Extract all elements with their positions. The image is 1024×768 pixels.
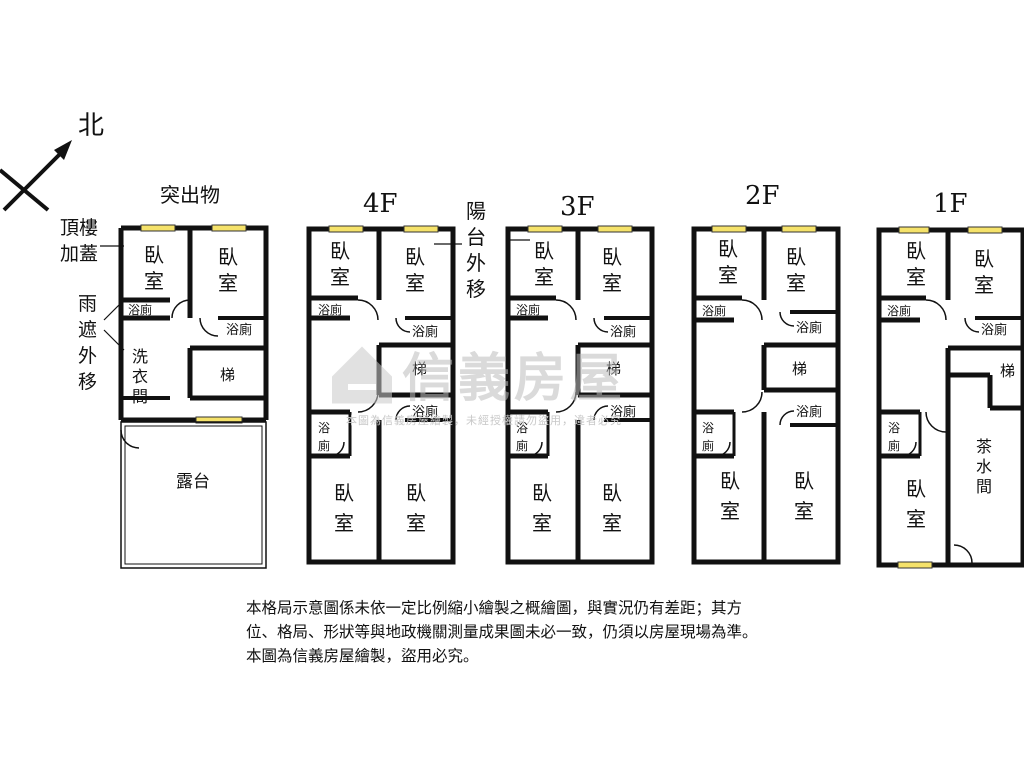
floor-4f-title: 4F [363, 189, 398, 219]
roof-bedroom-2-label: 臥室 [218, 245, 238, 295]
svg-text:臥室: 臥室 [720, 469, 740, 523]
svg-text:臥室: 臥室 [974, 247, 994, 297]
floor-2f-plan: 2F 臥室 臥室 浴廁 浴廁 梯 浴廁 浴廁 臥室 臥室 [691, 181, 841, 565]
svg-text:臥室: 臥室 [794, 469, 814, 523]
disclaimer-line-3: 本圖為信義房屋繪製，盜用必究。 [246, 647, 479, 665]
compass-arrow-line [2, 148, 66, 212]
svg-text:臥室: 臥室 [405, 245, 425, 295]
floor-1f-bath-1-label: 浴廁 [887, 303, 911, 318]
svg-text:浴廁: 浴廁 [888, 421, 900, 453]
roof-title: 突出物 [160, 183, 220, 207]
roof-terrace-label: 露台 [176, 472, 210, 492]
roof-bath-1-label: 浴廁 [128, 302, 152, 317]
floor-2f-bath-2-label: 浴廁 [796, 320, 822, 336]
compass-north-label: 北 [78, 111, 104, 141]
floor-2f-stair-label: 梯 [792, 360, 807, 378]
floor-3f-bath-1-label: 浴廁 [516, 302, 540, 317]
floor-4f-bath-1-label: 浴廁 [318, 302, 342, 317]
svg-text:臥室: 臥室 [602, 245, 622, 295]
disclaimer-line-2: 位、格局、形狀等與地政機關測量成果圖未必一致，仍須以房屋現場為準。 [246, 623, 758, 641]
svg-text:臥室: 臥室 [906, 477, 926, 531]
roof-laundry-label: 洗衣間 [132, 347, 148, 406]
svg-text:臥室: 臥室 [602, 481, 622, 535]
compass: 北 [0, 111, 104, 212]
svg-text:臥室: 臥室 [534, 239, 554, 289]
svg-text:臥室: 臥室 [406, 481, 426, 535]
svg-text:臥室: 臥室 [334, 481, 354, 535]
compass-arrowhead-icon [54, 140, 72, 160]
svg-text:浴廁: 浴廁 [318, 421, 330, 453]
floor-3f-stair-label: 梯 [606, 360, 621, 378]
floor-1f-plan: 1F 臥室 臥室 浴廁 浴廁 梯 浴廁 臥室 茶水間 [876, 189, 1024, 569]
balcony-annotation: 陽台外移 [466, 199, 486, 301]
floor-3f-title: 3F [560, 192, 595, 222]
floor-4f-bath-2-label: 浴廁 [412, 324, 438, 340]
floor-3f-bath-2-label: 浴廁 [610, 324, 636, 340]
floor-2f-bath-3-label: 浴廁 [796, 404, 822, 420]
floor-1f-title: 1F [933, 189, 968, 219]
roof-addition-annotation: 頂樓加蓋 [60, 217, 98, 265]
floor-3f-bath-3-label: 浴廁 [610, 404, 636, 420]
roof-bedroom-1-label: 臥室 [144, 243, 164, 293]
roof-bath-2-label: 浴廁 [226, 322, 252, 338]
svg-text:臥室: 臥室 [786, 245, 806, 295]
disclaimer-line-1: 本格局示意圖係未依一定比例縮小繪製之概繪圖，與實況仍有差距；其方 [246, 599, 743, 617]
watermark-subtext: 本圖為信義房屋繪製，未經授權請勿盜用，違者必究 [346, 414, 622, 427]
svg-text:臥室: 臥室 [718, 237, 738, 287]
floor-3f-plan: 3F 臥室 臥室 浴廁 浴廁 梯 浴廁 浴廁 臥室 臥室 [505, 192, 655, 565]
svg-text:浴廁: 浴廁 [516, 421, 528, 453]
roof-floor-plan: 突出物 臥室 臥室 浴廁 浴廁 梯 洗衣間 露台 頂樓加蓋 雨遮外移 [60, 183, 269, 569]
floor-2f-title: 2F [745, 181, 780, 211]
floor-4f-stair-label: 梯 [412, 360, 427, 378]
roof-awning-annotation: 雨遮外移 [78, 293, 97, 393]
svg-text:臥室: 臥室 [330, 239, 350, 289]
floor-1f-bath-2-label: 浴廁 [981, 322, 1007, 338]
svg-text:浴廁: 浴廁 [702, 421, 714, 453]
floor-4f-bath-3-label: 浴廁 [412, 404, 438, 420]
floor-1f-stair-label: 梯 [1000, 362, 1015, 380]
floor-1f-tea-room-label: 茶水間 [976, 437, 992, 496]
svg-text:臥室: 臥室 [532, 481, 552, 535]
svg-text:臥室: 臥室 [906, 239, 926, 289]
floor-2f-bath-1-label: 浴廁 [702, 303, 726, 318]
roof-stair-label: 梯 [220, 366, 235, 384]
floor-4f-plan: 4F 臥室 臥室 浴廁 浴廁 梯 浴廁 浴廁 臥室 臥室 [306, 189, 456, 565]
disclaimer-text: 本格局示意圖係未依一定比例縮小繪製之概繪圖，與實況仍有差距；其方 位、格局、形狀… [246, 596, 926, 668]
